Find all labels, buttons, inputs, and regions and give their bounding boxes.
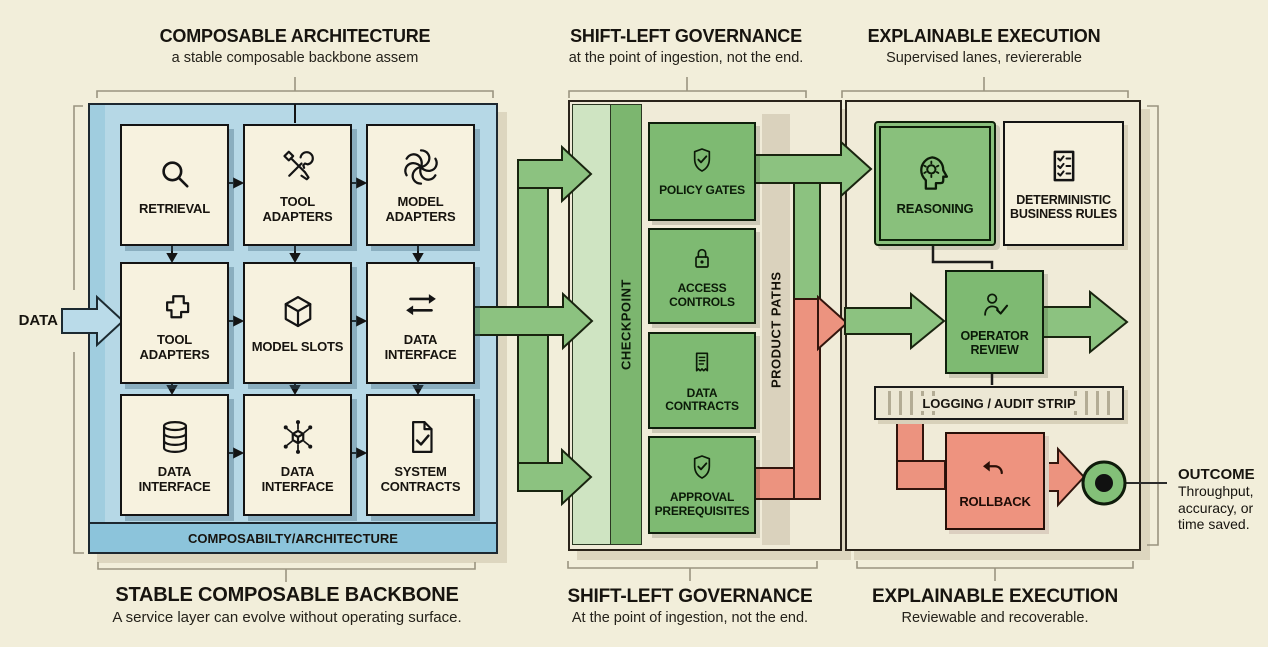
gate-label: POLICY GATES [659,183,745,198]
section-subtitle: at the point of ingestion, not the end. [568,50,804,66]
checkpoint-label: CHECKPOINT [618,279,634,370]
outcome-line: Throughput, [1178,483,1254,499]
header-shift-left-governance: SHIFT-LEFT GOVERNANCE at the point of in… [536,26,836,66]
outcome-annotation: OUTCOME Throughput, accuracy, or time sa… [1178,466,1264,533]
logging-strip-label: LOGGING / AUDIT STRIP [916,395,1082,411]
section-title: EXPLAINABLE EXECUTION [867,26,1101,46]
footer-shift-left-governance: SHIFT-LEFT GOVERNANCE At the point of in… [540,586,840,626]
checklist-icon [1044,146,1084,186]
logging-audit-strip: LOGGING / AUDIT STRIP [874,386,1124,420]
footer-subtitle: Reviewable and recoverable. [901,610,1089,626]
node-approval-prerequisites: APPROVAL PREREQUISITES [648,436,756,534]
node-policy-gates: POLICY GATES [648,122,756,221]
shield-check-icon [686,145,718,177]
node-access-controls: ACCESS CONTROLS [648,228,756,324]
tools-icon [277,146,319,188]
node-data-contracts: DATA CONTRACTS [648,332,756,429]
node-operator-review: OPERATOR REVIEW [945,270,1044,374]
node-model-slots: MODEL SLOTS [243,262,352,384]
node-label: MODEL ADAPTERS [385,193,456,224]
product-paths-bar: PRODUCT PATHS [762,114,790,545]
node-label: MODEL SLOTS [251,339,344,355]
search-icon [154,153,196,195]
node-tool-adapters-1: TOOL ADAPTERS [243,124,352,246]
node-label: DATA INTERFACE [384,331,457,362]
section-subtitle: Supervised lanes, reviererable [886,50,1082,66]
checkpoint-bar: CHECKPOINT [610,104,642,545]
node-label: OPERATOR REVIEW [960,328,1029,357]
footer-title: EXPLAINABLE EXECUTION [872,586,1118,607]
footer-stable-composable-backbone: STABLE COMPOSABLE BACKBONE A service lay… [87,584,487,626]
node-label: TOOL ADAPTERS [139,331,210,362]
checkpoint-lane [572,104,612,545]
gate-label: DATA CONTRACTS [665,385,739,413]
node-data-interface-3: DATA INTERFACE [243,394,352,516]
data-input-label: DATA [18,312,58,329]
node-label: SYSTEM CONTRACTS [380,463,461,494]
outcome-line: accuracy, or [1178,499,1254,516]
node-label: DETERMINISTIC BUSINESS RULES [1010,193,1117,221]
outcome-line: time saved. [1178,516,1250,533]
node-label: TOOL ADAPTERS [262,193,333,224]
network-icon [277,416,319,458]
person-check-icon [978,288,1012,322]
footer-explainable-execution: EXPLAINABLE EXECUTION Reviewable and rec… [845,586,1145,626]
gate-label: APPROVAL PREREQUISITES [654,490,750,518]
node-label: DATA INTERFACE [261,463,334,494]
lock-icon [686,243,718,275]
section-title: SHIFT-LEFT GOVERNANCE [570,26,802,46]
node-label: DATA INTERFACE [138,463,211,494]
footer-title: SHIFT-LEFT GOVERNANCE [567,586,813,607]
product-paths-label: PRODUCT PATHS [768,271,784,388]
backbone-bottom-strip: COMPOSABILTY/ARCHITECTURE [90,522,496,552]
node-rollback: ROLLBACK [945,432,1045,530]
header-explainable-execution: EXPLAINABLE EXECUTION Supervised lanes, … [834,26,1134,66]
section-title: COMPOSABLE ARCHITECTURE [159,26,431,46]
gate-label: ACCESS CONTROLS [669,281,735,309]
head-gear-icon [913,151,957,195]
node-system-contracts: SYSTEM CONTRACTS [366,394,475,516]
node-deterministic-business-rules: DETERMINISTIC BUSINESS RULES [1003,121,1124,246]
cube-icon [277,291,319,333]
header-composable-architecture: COMPOSABLE ARCHITECTURE a stable composa… [95,26,495,66]
receipt-icon [686,348,718,380]
footer-title: STABLE COMPOSABLE BACKBONE [115,584,459,606]
outcome-title: OUTCOME [1178,466,1255,483]
node-label: RETRIEVAL [139,201,210,217]
node-reasoning: REASONING [874,121,996,246]
model-knot-icon [400,146,442,188]
undo-icon [977,452,1013,488]
node-label: REASONING [896,200,974,216]
backbone-left-strip [90,105,105,552]
footer-subtitle: A service layer can evolve without opera… [112,609,462,626]
node-tool-adapters-2: TOOL ADAPTERS [120,262,229,384]
backbone-strip-label: COMPOSABILTY/ARCHITECTURE [188,530,398,546]
shield-check-icon [686,452,718,484]
node-data-interface-1: DATA INTERFACE [366,262,475,384]
puzzle-icon [154,284,196,326]
node-retrieval: RETRIEVAL [120,124,229,246]
node-model-adapters: MODEL ADAPTERS [366,124,475,246]
node-data-interface-2: DATA INTERFACE [120,394,229,516]
database-icon [154,416,196,458]
section-subtitle: a stable composable backbone assem [171,50,419,66]
swap-arrows-icon [400,284,442,326]
node-label: ROLLBACK [959,494,1031,510]
footer-subtitle: At the point of ingestion, not the end. [571,610,809,626]
doc-check-icon [400,416,442,458]
